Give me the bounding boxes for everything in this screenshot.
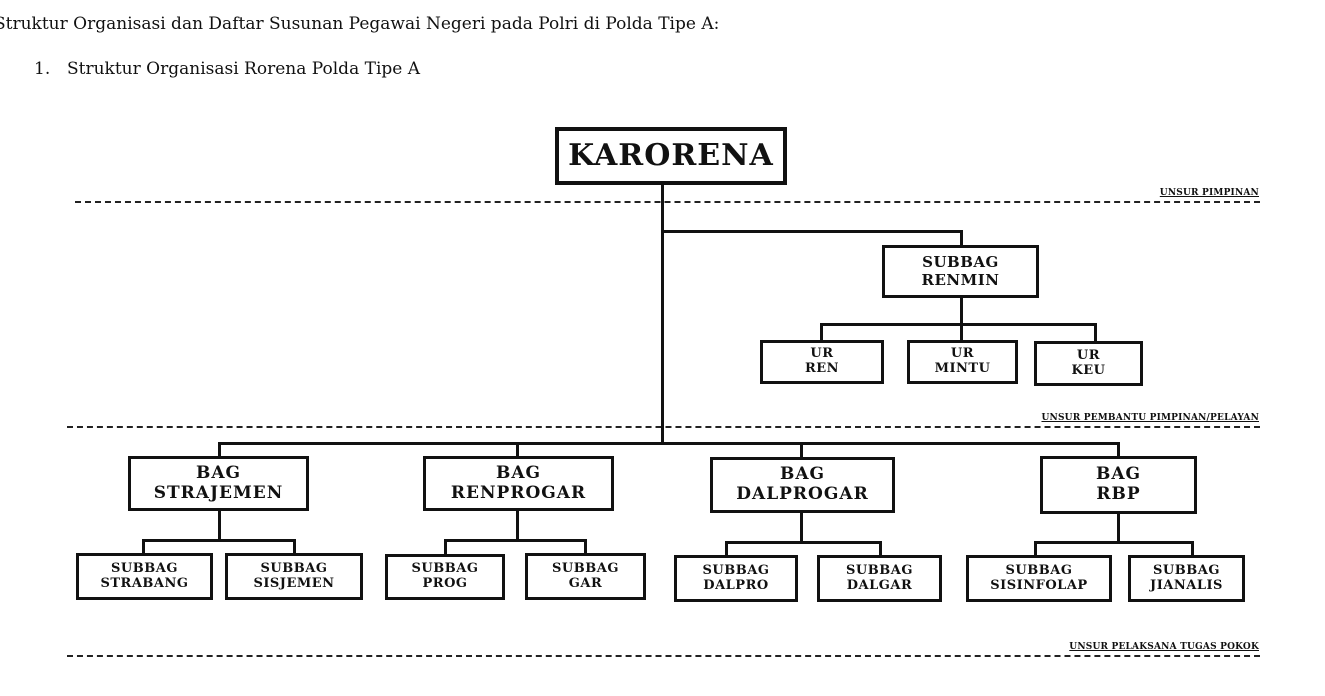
connector [820, 323, 823, 342]
box-label: RENMIN [921, 270, 1000, 289]
connector [1191, 541, 1194, 557]
box-label: DALPROGAR [736, 484, 869, 504]
connector [142, 539, 145, 555]
box-label: SUBBAG [111, 560, 178, 576]
subbag-renmin-box: SUBBAG RENMIN [882, 245, 1039, 298]
connector [960, 230, 963, 247]
box-label: KEU [1071, 362, 1106, 378]
box-label: SUBBAG [260, 560, 328, 576]
box-label: MINTU [934, 361, 991, 376]
zone-label-pembantu: UNSUR PEMBANTU PIMPINAN/PELAYAN [1041, 413, 1259, 423]
subbag-jianalis-box: SUBBAG JIANALIS [1128, 555, 1245, 602]
box-label: SUBBAG [1005, 562, 1073, 578]
connector [218, 442, 1120, 445]
box-label: BAG [779, 464, 826, 485]
connector [725, 541, 882, 544]
connector [1117, 513, 1120, 543]
bag-dalprogar-box: BAG DALPROGAR [710, 457, 895, 513]
box-label: PROG [422, 576, 468, 591]
box-label: GAR [568, 575, 603, 591]
box-label: BAG [495, 462, 542, 483]
box-label: SUBBAG [1153, 562, 1220, 578]
subbag-gar-box: SUBBAG GAR [525, 553, 646, 600]
box-label: UR [810, 346, 834, 362]
box-label: SISINFOLAP [990, 577, 1088, 593]
box-label: JIANALIS [1150, 577, 1223, 593]
box-label: SISJEMEN [253, 575, 335, 591]
connector [800, 442, 803, 459]
section-title: Struktur Organisasi Rorena Polda Tipe A [67, 59, 421, 79]
connector [584, 539, 587, 555]
bag-rbp-box: BAG RBP [1040, 456, 1197, 514]
subbag-sisjemen-box: SUBBAG SISJEMEN [225, 553, 363, 600]
box-label: REN [804, 361, 840, 376]
section-number: 1. [34, 59, 51, 79]
karorena-box: KARORENA [555, 127, 787, 185]
box-label: KARORENA [568, 137, 774, 173]
box-label: SUBBAG [922, 253, 999, 272]
zone-label-pelaksana: UNSUR PELAKSANA TUGAS POKOK [1069, 642, 1259, 652]
box-label: STRABANG [100, 575, 189, 591]
connector [820, 323, 1097, 326]
subbag-dalgar-box: SUBBAG DALGAR [817, 555, 942, 602]
connector [1094, 323, 1097, 342]
connector [960, 297, 963, 324]
connector [960, 323, 963, 342]
box-label: UR [1076, 347, 1101, 363]
subbag-strabang-box: SUBBAG STRABANG [76, 553, 213, 600]
connector [516, 509, 519, 541]
box-label: STRAJEMEN [153, 482, 284, 503]
connector [1034, 541, 1037, 557]
box-label: BAG [195, 462, 242, 483]
connector [444, 539, 587, 542]
zone-label-pimpinan: UNSUR PIMPINAN [1159, 188, 1259, 198]
box-label: RENPROGAR [450, 482, 587, 503]
page-heading: Struktur Organisasi dan Daftar Susunan P… [0, 14, 720, 34]
connector [218, 509, 221, 541]
connector [1034, 541, 1194, 544]
connector [516, 442, 519, 458]
box-label: RBP [1096, 484, 1141, 504]
connector [661, 230, 963, 233]
connector [879, 541, 882, 557]
connector [142, 539, 296, 542]
box-label: BAG [1095, 464, 1142, 485]
box-label: SUBBAG [552, 560, 619, 576]
ur-mintu-box: UR MINTU [907, 340, 1018, 384]
box-label: SUBBAG [846, 562, 913, 578]
subbag-prog-box: SUBBAG PROG [385, 554, 505, 600]
bag-strajemen-box: BAG STRAJEMEN [128, 456, 309, 511]
connector [1117, 442, 1120, 458]
ur-keu-box: UR KEU [1034, 341, 1143, 386]
zone-divider-pelaksana [67, 655, 1260, 657]
connector [800, 512, 803, 543]
box-label: DALGAR [846, 577, 913, 593]
ur-ren-box: UR REN [760, 340, 884, 384]
box-label: DALPRO [703, 577, 769, 593]
connector [293, 539, 296, 555]
box-label: UR [950, 346, 975, 362]
connector [444, 539, 447, 555]
connector [218, 442, 221, 458]
box-label: SUBBAG [702, 562, 770, 578]
connector [725, 541, 728, 557]
zone-divider-pimpinan [75, 201, 1260, 203]
subbag-dalpro-box: SUBBAG DALPRO [674, 555, 798, 602]
subbag-sisinfolap-box: SUBBAG SISINFOLAP [966, 555, 1112, 602]
box-label: SUBBAG [411, 561, 479, 577]
bag-renprogar-box: BAG RENPROGAR [423, 456, 614, 511]
connector [661, 183, 664, 444]
